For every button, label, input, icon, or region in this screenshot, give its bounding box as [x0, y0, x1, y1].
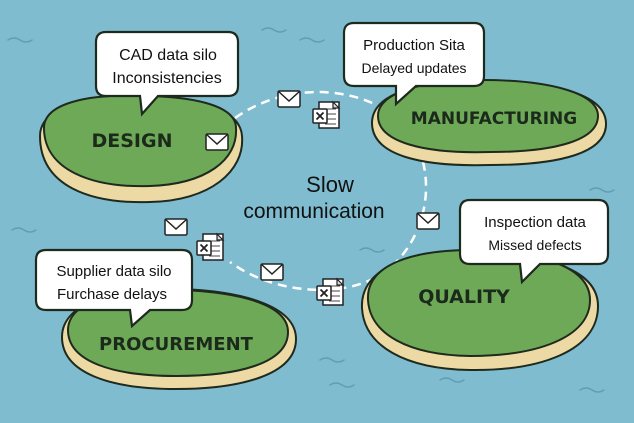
- envelope-icon: [416, 212, 440, 230]
- island-procurement: PROCUREMENT: [60, 287, 298, 391]
- bubble-design-line1: CAD data silo: [119, 47, 217, 64]
- bubble-manufacturing-line2: Delayed updates: [361, 60, 466, 76]
- bubble-quality: Inspection data Missed defects: [458, 198, 610, 285]
- center-label-line1: Slow: [306, 172, 354, 197]
- bubble-manufacturing-line1: Production Sita: [363, 37, 465, 54]
- bubble-manufacturing: Production Sita Delayed updates: [342, 21, 486, 107]
- island-manufacturing: MANUFACTURING: [370, 78, 608, 167]
- island-design: DESIGN: [38, 94, 244, 204]
- spreadsheet-icon: [196, 233, 224, 261]
- envelope-icon: [164, 218, 188, 236]
- bubble-quality-line2: Missed defects: [488, 237, 581, 253]
- center-label-line2: communication: [243, 200, 384, 223]
- island-quality: QUALITY: [360, 248, 600, 372]
- bubble-design-line2: Inconsistencies: [112, 70, 221, 87]
- envelope-icon: [260, 263, 284, 281]
- island-label-procurement: PROCUREMENT: [99, 334, 254, 355]
- envelope-icon: [205, 133, 229, 151]
- envelope-icon: [277, 90, 301, 108]
- bubble-quality-line1: Inspection data: [484, 214, 586, 231]
- spreadsheet-icon: [312, 101, 340, 129]
- bubble-procurement-line2: Furchase delays: [57, 286, 167, 303]
- bubble-design: CAD data silo Inconsistencies: [94, 30, 240, 117]
- island-label-quality: QUALITY: [418, 286, 510, 308]
- island-label-manufacturing: MANUFACTURING: [411, 109, 577, 129]
- island-label-design: DESIGN: [91, 130, 172, 152]
- bubble-procurement-line1: Supplier data silo: [56, 263, 171, 280]
- spreadsheet-icon: [316, 278, 344, 306]
- bubble-procurement: Supplier data silo Furchase delays: [34, 248, 194, 329]
- communication-loop: [229, 90, 428, 292]
